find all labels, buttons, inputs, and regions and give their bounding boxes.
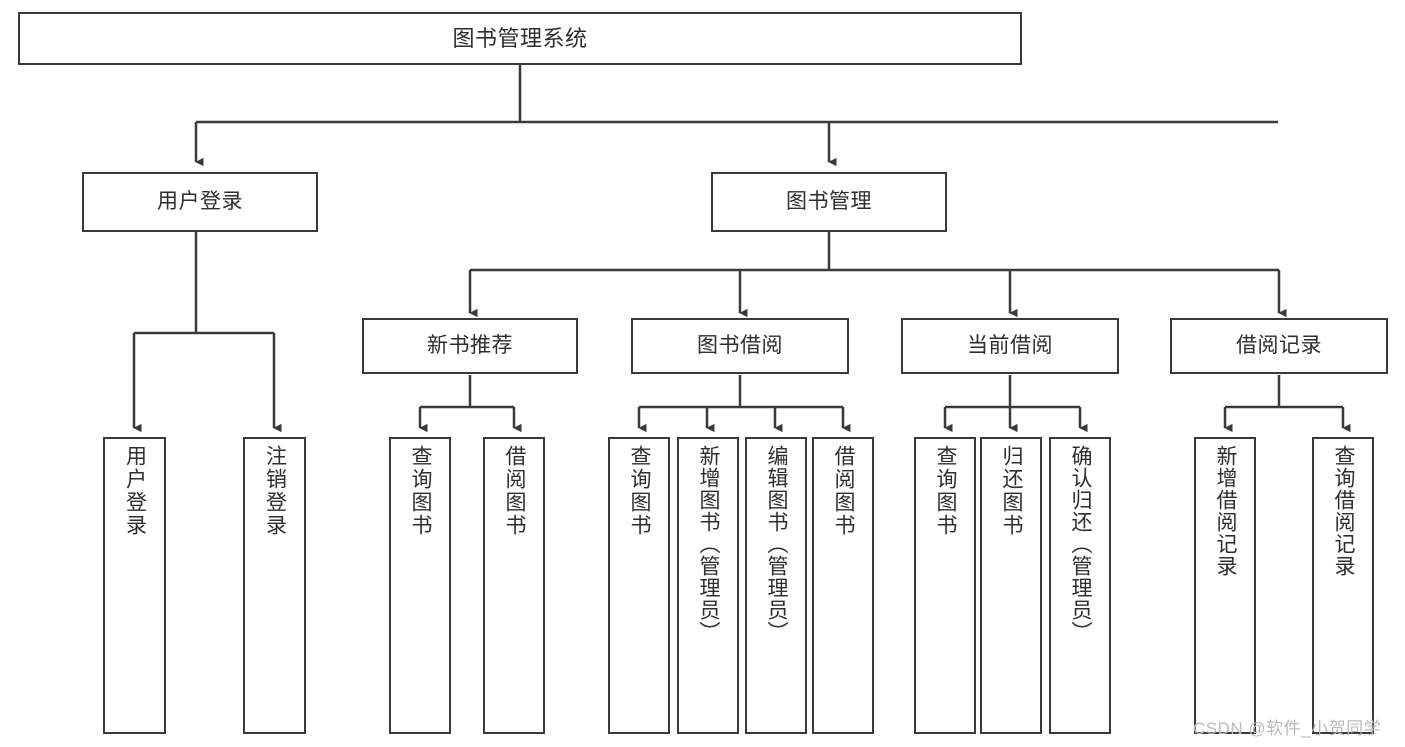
node-leaf-borrow-book-2-label: 借阅图书 <box>832 445 856 537</box>
node-leaf-add-book-label: 新增图书（管理员） <box>697 445 721 643</box>
node-leaf-borrow-book-2[interactable]: 借阅图书 <box>812 437 874 734</box>
node-leaf-query-book-1[interactable]: 查询图书 <box>389 437 451 734</box>
node-root[interactable]: 图书管理系统 <box>18 12 1022 65</box>
node-book-borrow[interactable]: 图书借阅 <box>631 318 849 374</box>
node-leaf-query-book-2[interactable]: 查询图书 <box>608 437 670 734</box>
node-new-book-recommendation-label: 新书推荐 <box>427 333 513 357</box>
node-user-login[interactable]: 用户登录 <box>82 172 318 232</box>
node-leaf-user-login-label: 用户登录 <box>123 445 147 537</box>
node-leaf-confirm-return-label: 确认归还（管理员） <box>1069 445 1093 643</box>
node-leaf-add-record-label: 新增借阅记录 <box>1214 445 1238 577</box>
node-book-borrow-label: 图书借阅 <box>697 333 783 357</box>
node-leaf-user-logout-label: 注销登录 <box>263 445 287 537</box>
node-leaf-return-book-label: 归还图书 <box>1000 445 1024 537</box>
node-leaf-borrow-book-1-label: 借阅图书 <box>503 445 527 537</box>
node-leaf-query-book-1-label: 查询图书 <box>409 445 433 537</box>
node-leaf-add-book[interactable]: 新增图书（管理员） <box>677 437 739 734</box>
node-root-label: 图书管理系统 <box>452 25 588 51</box>
node-leaf-query-book-3[interactable]: 查询图书 <box>914 437 976 734</box>
node-leaf-user-login[interactable]: 用户登录 <box>103 437 166 734</box>
node-user-login-label: 用户登录 <box>157 189 243 213</box>
node-current-borrow[interactable]: 当前借阅 <box>901 318 1119 374</box>
node-borrow-record[interactable]: 借阅记录 <box>1170 318 1388 374</box>
node-leaf-edit-book-label: 编辑图书（管理员） <box>765 445 789 643</box>
node-book-manage[interactable]: 图书管理 <box>711 172 947 232</box>
node-leaf-add-record[interactable]: 新增借阅记录 <box>1194 437 1256 734</box>
node-leaf-query-book-2-label: 查询图书 <box>628 445 652 537</box>
node-leaf-query-record-label: 查询借阅记录 <box>1332 445 1356 577</box>
node-borrow-record-label: 借阅记录 <box>1236 333 1322 357</box>
node-current-borrow-label: 当前借阅 <box>967 333 1053 357</box>
node-leaf-user-logout[interactable]: 注销登录 <box>243 437 306 734</box>
node-leaf-query-book-3-label: 查询图书 <box>934 445 958 537</box>
node-leaf-borrow-book-1[interactable]: 借阅图书 <box>483 437 545 734</box>
node-leaf-edit-book[interactable]: 编辑图书（管理员） <box>745 437 807 734</box>
node-leaf-query-record[interactable]: 查询借阅记录 <box>1312 437 1374 734</box>
node-leaf-confirm-return[interactable]: 确认归还（管理员） <box>1049 437 1111 734</box>
node-new-book-recommendation[interactable]: 新书推荐 <box>362 318 578 374</box>
node-leaf-return-book[interactable]: 归还图书 <box>980 437 1042 734</box>
node-book-manage-label: 图书管理 <box>786 189 872 213</box>
csdn-watermark: CSDN @软件_小贺同学 <box>1193 719 1382 738</box>
